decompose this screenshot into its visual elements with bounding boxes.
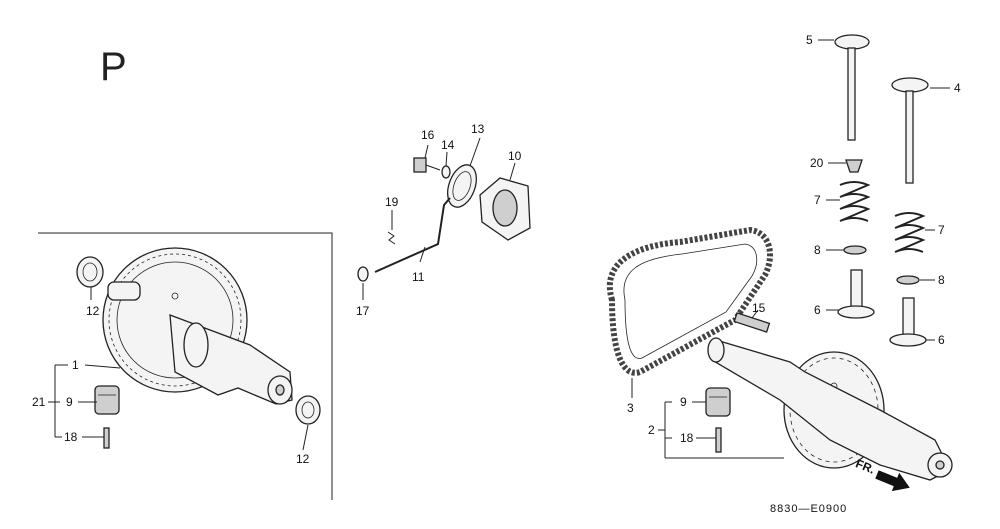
- middle-leaders: [362, 137, 516, 300]
- bolt-16-head: [413, 157, 427, 173]
- callout-17: 17: [356, 304, 370, 318]
- callout-20: 20: [810, 156, 824, 170]
- front-direction-indicator: FR.: [854, 456, 910, 492]
- cam-chain: [607, 226, 773, 376]
- callout-4: 4: [954, 81, 961, 95]
- callout-9-left: 9: [66, 395, 73, 409]
- callout-19: 19: [385, 195, 399, 209]
- washer-14: [441, 165, 451, 179]
- callout-18-left: 18: [64, 430, 78, 444]
- callout-3: 3: [627, 401, 634, 415]
- pin-18-right: [715, 427, 722, 453]
- lifter-6-left-foot: [837, 305, 875, 319]
- spring-seat-8-right: [896, 275, 920, 285]
- callout-1: 1: [72, 358, 79, 372]
- washer-17: [357, 266, 369, 282]
- spring-seat-8-left: [843, 245, 867, 255]
- callout-10: 10: [508, 149, 522, 163]
- lifter-6-left-stem: [850, 269, 863, 311]
- washer-12-right-hole: [301, 401, 315, 419]
- valve-5-stem: [847, 47, 856, 141]
- weight-9-left: [94, 385, 120, 415]
- callout-7-left: 7: [814, 193, 821, 207]
- camshaft-end-hole: [275, 384, 285, 396]
- rod-11: [374, 197, 451, 273]
- section-letter: P: [100, 45, 127, 89]
- callout-labels: 12 12 1 21 9 18 16 14 13 10 19 11 17 5 4…: [32, 33, 961, 466]
- holder-10-bore: [492, 189, 518, 227]
- callout-15: 15: [752, 301, 766, 315]
- lifter-6-right-stem: [902, 297, 915, 339]
- callout-16: 16: [421, 128, 435, 142]
- valve-5-head: [834, 34, 870, 50]
- camshaft-right-front: [707, 337, 725, 363]
- retainer-20: [845, 159, 863, 173]
- callout-7-right: 7: [938, 223, 945, 237]
- valve-spring-7-left: [839, 181, 871, 222]
- washer-12-left: [76, 256, 104, 288]
- washer-12-right: [295, 395, 321, 425]
- pin-19: [387, 231, 396, 245]
- weight-9-right: [705, 387, 731, 417]
- callout-8-right: 8: [938, 273, 945, 287]
- front-label: FR.: [854, 456, 877, 476]
- cam-chain-inner: [623, 243, 758, 359]
- key-15: [733, 312, 771, 333]
- right-leaders: [631, 39, 950, 459]
- callout-13: 13: [471, 122, 485, 136]
- bolt-16-shank: [425, 164, 441, 171]
- callout-12-left: 12: [86, 304, 100, 318]
- pin-18-left: [103, 427, 110, 449]
- inset-frame: [38, 232, 333, 500]
- shaft-stub-left: [107, 281, 141, 301]
- callout-6-left: 6: [814, 303, 821, 317]
- front-arrow-icon: [875, 470, 910, 492]
- valve-assembly: [834, 34, 929, 347]
- chain-camshaft-assembly: [607, 226, 953, 481]
- lifter-6-right-foot: [889, 333, 927, 347]
- seal-ring-13: [447, 164, 477, 208]
- camshaft-gear-assembly: [76, 247, 321, 449]
- valve-4-head: [891, 77, 929, 93]
- callout-12-right: 12: [296, 452, 310, 466]
- gear-teeth: [108, 253, 242, 387]
- callout-8-left: 8: [814, 243, 821, 257]
- callout-14: 14: [441, 138, 455, 152]
- washer-12-left-hole: [82, 262, 98, 282]
- callout-18-right: 18: [680, 431, 694, 445]
- seal-ring-13-inner: [452, 171, 472, 201]
- callout-21: 21: [32, 395, 46, 409]
- drawing-code: 8830—E0900: [770, 503, 847, 515]
- callout-9-right: 9: [680, 395, 687, 409]
- gear-inner-ring: [116, 261, 234, 379]
- valve-4-stem: [905, 90, 914, 184]
- breather-assembly: [357, 157, 531, 282]
- camshaft-right-end-hole: [935, 460, 945, 470]
- cam-lobe: [183, 322, 209, 368]
- callout-5: 5: [806, 33, 813, 47]
- callout-2: 2: [648, 423, 655, 437]
- left-leaders: [48, 287, 309, 451]
- valve-spring-7-right: [894, 212, 926, 253]
- callout-6-right: 6: [938, 333, 945, 347]
- gear-hole: [171, 292, 179, 300]
- callout-11: 11: [412, 270, 425, 284]
